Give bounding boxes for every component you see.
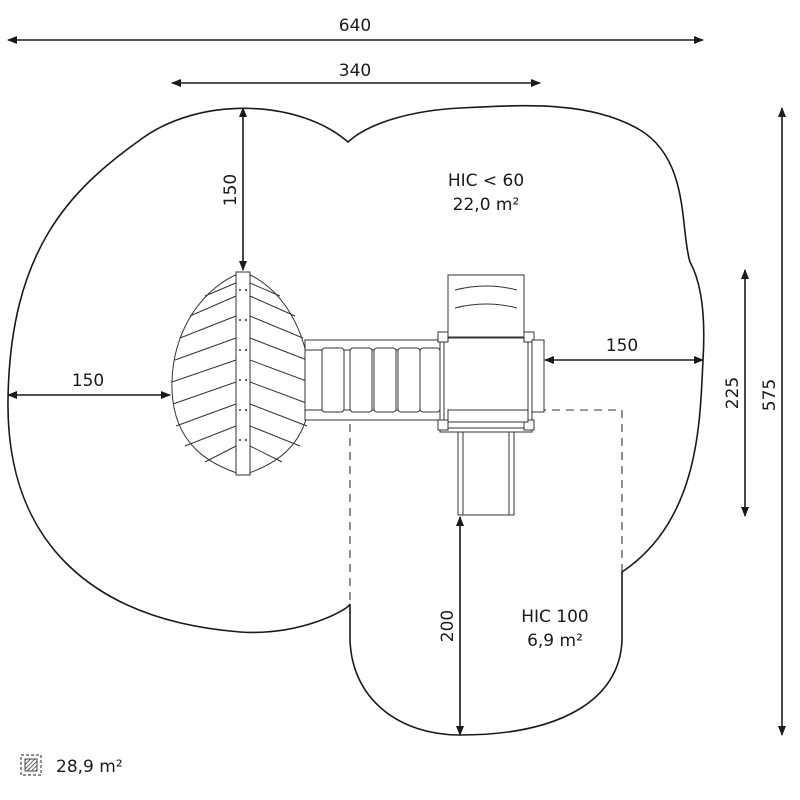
dim-top-clearance: 150 xyxy=(221,174,241,206)
dim-left-clearance: 150 xyxy=(72,371,104,391)
lower-zone-hic: HIC 100 xyxy=(521,607,589,627)
safety-zone-outline xyxy=(7,104,705,736)
dim-overall-width: 640 xyxy=(339,16,371,36)
leaf-roof xyxy=(171,271,311,476)
lower-zone-area: 6,9 m² xyxy=(527,631,583,651)
dim-right-clearance: 150 xyxy=(606,336,638,356)
tower-platform xyxy=(437,274,545,433)
legend-total-area: 28,9 m² xyxy=(56,757,123,777)
dim-tower-span: 340 xyxy=(339,61,371,81)
hatched-square-icon xyxy=(20,754,42,776)
upper-zone-hic: HIC < 60 xyxy=(448,171,524,191)
log-bridge xyxy=(304,339,446,421)
upper-zone-area: 22,0 m² xyxy=(453,195,520,215)
slide xyxy=(457,419,515,516)
dim-overall-depth: 575 xyxy=(760,379,780,411)
dim-slide-clearance: 200 xyxy=(438,610,458,642)
dim-structure-depth: 225 xyxy=(723,377,743,409)
hic-100-zone-dashed xyxy=(349,409,623,604)
